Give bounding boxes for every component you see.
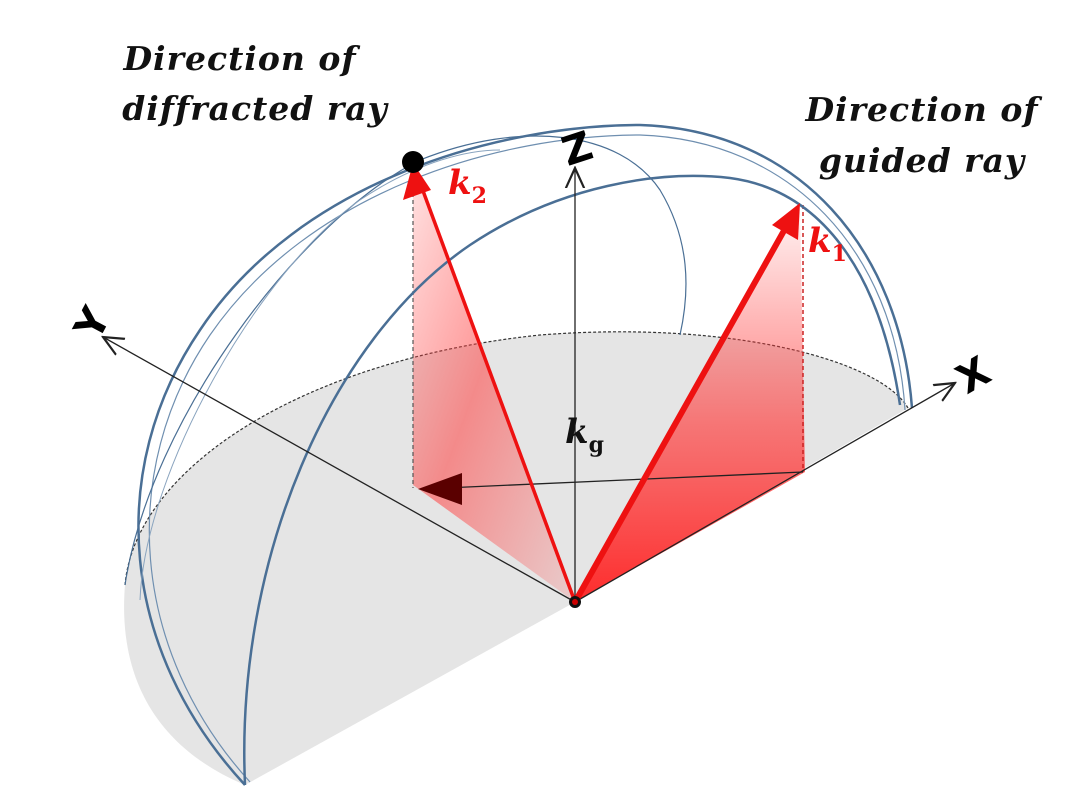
k2-arrowhead bbox=[403, 163, 431, 200]
axis-label-y: Y bbox=[65, 299, 120, 348]
kg-vector bbox=[444, 471, 804, 489]
base-plane-edge bbox=[124, 331, 909, 586]
outer-hemisphere bbox=[137, 123, 914, 786]
diffracted-caption-line2: diffracted ray bbox=[122, 89, 389, 128]
inner-back-arc bbox=[139, 149, 501, 601]
kg-label: kg bbox=[565, 412, 604, 458]
diffracted-caption-line1: Direction of bbox=[122, 39, 360, 78]
k1-label: k1 bbox=[808, 221, 847, 267]
kg-arrowhead bbox=[418, 473, 462, 505]
outer-hemisphere-inner-line bbox=[148, 134, 906, 783]
guided-caption-line1: Direction of bbox=[804, 90, 1042, 129]
axis-label-x: X bbox=[949, 348, 999, 403]
diffracted-tip-dot bbox=[402, 151, 424, 173]
k1-arrowhead bbox=[772, 203, 800, 240]
k2-vector bbox=[417, 179, 577, 603]
meridian-arc-front bbox=[243, 174, 902, 786]
axis-label-z: Z bbox=[556, 123, 598, 176]
guided-caption-line2: guided ray bbox=[819, 141, 1027, 180]
meridian-arc-back bbox=[124, 135, 687, 586]
x-axis bbox=[574, 383, 955, 603]
k1-vector bbox=[572, 218, 793, 604]
y-axis bbox=[103, 337, 576, 603]
origin-dot-inner bbox=[572, 599, 578, 605]
k2-label: k2 bbox=[448, 163, 487, 209]
